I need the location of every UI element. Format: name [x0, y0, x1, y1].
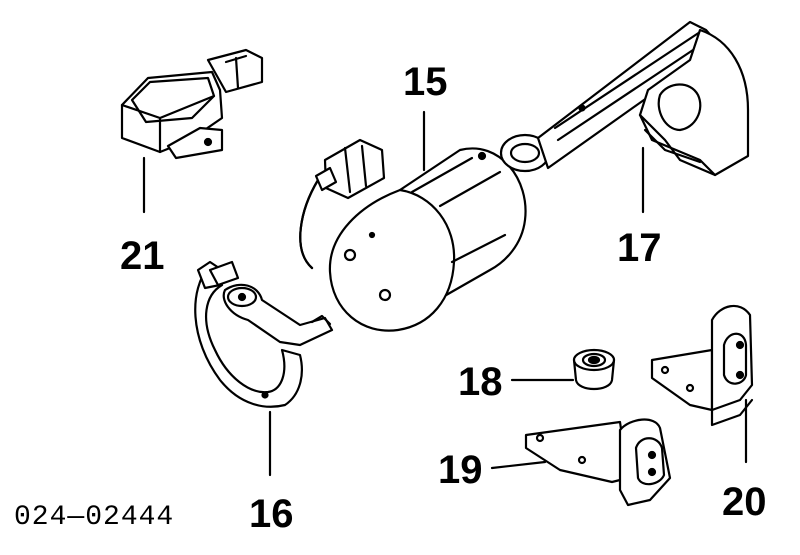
callout-21: 21 [120, 234, 165, 278]
leader-line-19 [490, 460, 547, 470]
callout-20: 20 [722, 480, 767, 524]
callout-16: 16 [249, 492, 294, 536]
callout-18: 18 [458, 360, 503, 404]
part-20-bracket [650, 304, 754, 427]
callout-19: 19 [438, 448, 483, 492]
diagram-id-label: 024—02444 [14, 502, 175, 533]
part-18-grommet [572, 348, 616, 391]
part-15-cylinder [299, 138, 527, 332]
part-17-arm [499, 20, 750, 177]
part-16-clamp [194, 260, 334, 408]
callout-15: 15 [403, 60, 448, 104]
part-19-bracket [524, 418, 672, 507]
part-21-sensor [120, 48, 264, 160]
callout-17: 17 [617, 226, 662, 270]
